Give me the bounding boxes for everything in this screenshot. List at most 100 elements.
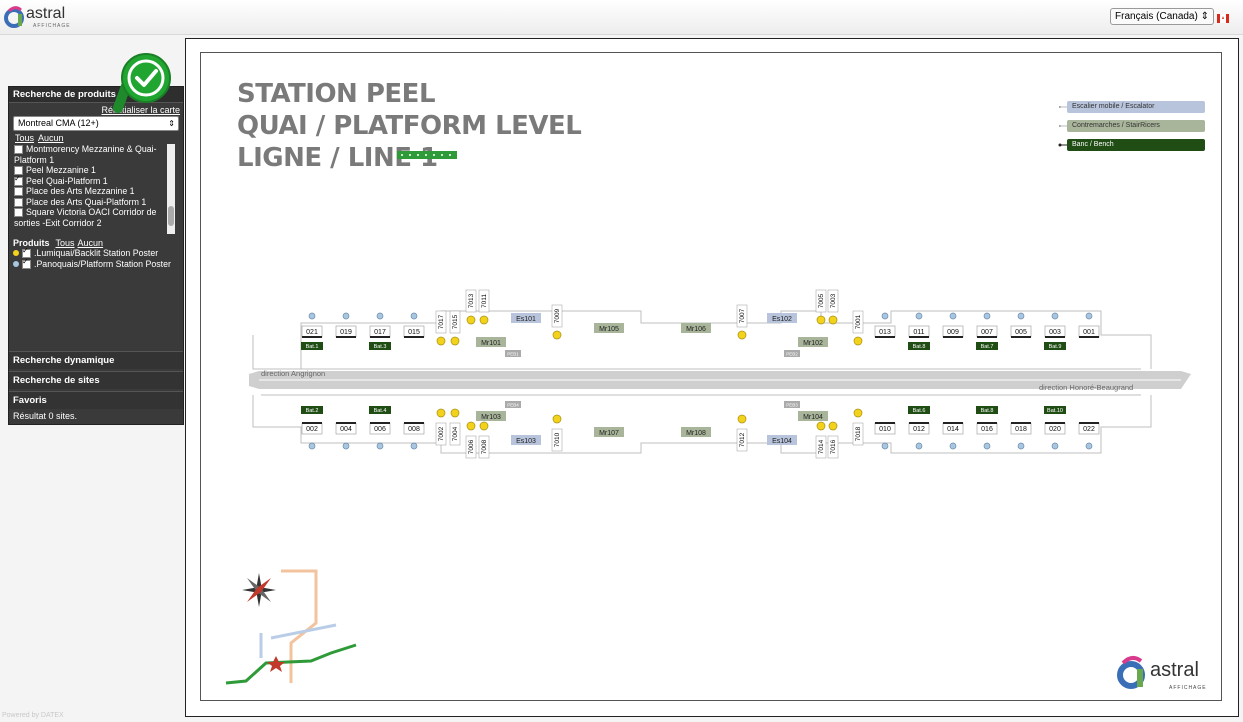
sign-box[interactable] <box>681 427 711 437</box>
bench-label[interactable]: Bat.8 <box>981 408 994 414</box>
vertical-label[interactable]: 7010 <box>554 432 561 447</box>
sites-list[interactable]: Montmorency Mezzanine & Quai-Platform 1 … <box>9 144 179 234</box>
bench-mark[interactable] <box>301 406 323 414</box>
bench-mark[interactable] <box>301 342 323 350</box>
vertical-box[interactable] <box>465 289 477 313</box>
bench-mark[interactable] <box>1044 406 1066 414</box>
vertical-box[interactable] <box>435 422 447 446</box>
sign-label[interactable]: Mr101 <box>481 340 501 347</box>
panoquai-dot[interactable] <box>881 442 889 450</box>
sign-box[interactable] <box>476 411 506 421</box>
bench-mark[interactable] <box>369 342 391 350</box>
lumiquai-dot[interactable] <box>828 421 838 431</box>
panoquai-dot[interactable] <box>410 312 418 320</box>
panel-label[interactable]: 002 <box>306 426 318 433</box>
sign-box[interactable] <box>798 337 828 347</box>
panel-label[interactable]: 020 <box>1049 426 1061 433</box>
scrollbar[interactable] <box>167 144 175 234</box>
bench-mark[interactable] <box>1044 342 1066 350</box>
panoquai-dot[interactable] <box>915 442 923 450</box>
vertical-box[interactable] <box>449 310 461 334</box>
site-item[interactable]: Peel Mezzanine 1 <box>9 165 179 176</box>
panel-label[interactable]: 007 <box>981 329 993 336</box>
sign-label[interactable]: Mr105 <box>599 326 619 333</box>
panoquai-dot[interactable] <box>1017 442 1025 450</box>
panoquai-dot[interactable] <box>342 442 350 450</box>
checkbox[interactable] <box>14 208 23 218</box>
panel-label[interactable]: 001 <box>1083 329 1095 336</box>
site-item[interactable]: Peel Quai-Platform 1 <box>9 174 179 187</box>
map-viewer[interactable]: STATION PEEL QUAI / PLATFORM LEVEL LIGNE… <box>185 38 1239 717</box>
bench-label[interactable]: Bat.2 <box>306 408 319 414</box>
bench-mark[interactable] <box>908 342 930 350</box>
lumiquai-dot[interactable] <box>816 421 826 431</box>
lumiquai-dot[interactable] <box>828 315 838 325</box>
peb-box[interactable] <box>784 350 800 357</box>
panel-label[interactable]: 009 <box>947 329 959 336</box>
vertical-label[interactable]: 7013 <box>468 293 475 308</box>
site-item[interactable]: Montmorency Mezzanine & Quai-Platform 1 <box>14 144 157 165</box>
lumiquai-dot[interactable] <box>552 414 562 424</box>
panel-label[interactable]: 004 <box>340 426 352 433</box>
panel-label[interactable]: 017 <box>374 329 386 336</box>
panel-label[interactable]: 013 <box>879 329 891 336</box>
bench-label[interactable]: Bat.4 <box>374 408 387 414</box>
lumiquai-dot[interactable] <box>816 315 826 325</box>
panel-label[interactable]: 018 <box>1015 426 1027 433</box>
vertical-box[interactable] <box>815 289 827 313</box>
lumiquai-dot[interactable] <box>479 315 489 325</box>
panoquai-dot[interactable] <box>308 442 316 450</box>
sign-box[interactable] <box>767 435 797 445</box>
peb-label[interactable]: PEB1 <box>507 352 519 357</box>
panel-label[interactable]: 021 <box>306 329 318 336</box>
panoquai-dot[interactable] <box>376 442 384 450</box>
bench-label[interactable]: Bat.7 <box>981 344 994 350</box>
bench-mark[interactable] <box>976 342 998 350</box>
lumiquai-dot[interactable] <box>737 330 747 340</box>
panel-label[interactable]: 019 <box>340 329 352 336</box>
vertical-label[interactable]: 7001 <box>855 314 862 329</box>
vertical-label[interactable]: 7006 <box>468 439 475 454</box>
vertical-box[interactable] <box>852 310 864 334</box>
station-plan[interactable]: STATION PEEL QUAI / PLATFORM LEVEL LIGNE… <box>200 52 1222 701</box>
vertical-label[interactable]: 7015 <box>452 314 459 329</box>
bench-label[interactable]: Bat.3 <box>374 344 387 350</box>
favorites-header[interactable]: Favoris <box>9 391 183 409</box>
scrollbar-thumb[interactable] <box>168 206 174 226</box>
sign-box[interactable] <box>767 313 797 323</box>
vertical-box[interactable] <box>815 435 827 459</box>
peb-label[interactable]: PEB4 <box>507 403 519 408</box>
bench-label[interactable]: Bat.6 <box>913 408 926 414</box>
sign-box[interactable] <box>511 435 541 445</box>
sign-box[interactable] <box>594 323 624 333</box>
peb-label[interactable]: PEB3 <box>786 403 798 408</box>
checkbox[interactable] <box>14 187 23 197</box>
panel-label[interactable]: 005 <box>1015 329 1027 336</box>
panel-label[interactable]: 010 <box>879 426 891 433</box>
astral-logo[interactable] <box>3 3 25 34</box>
panoquai-dot[interactable] <box>1085 312 1093 320</box>
vertical-label[interactable]: 7009 <box>554 308 561 323</box>
peb-box[interactable] <box>784 401 800 408</box>
sign-label[interactable]: Mr102 <box>803 340 823 347</box>
select-none-products[interactable]: Aucun <box>77 238 104 248</box>
panel-label[interactable]: 003 <box>1049 329 1061 336</box>
canada-flag-icon[interactable] <box>1217 10 1229 23</box>
lumiquai-dot[interactable] <box>466 421 476 431</box>
reset-map-link[interactable]: Réinitialiser la carte <box>101 105 180 115</box>
panel-label[interactable]: 014 <box>947 426 959 433</box>
panoquai-dot[interactable] <box>308 312 316 320</box>
site-item[interactable]: Place des Arts Mezzanine 1 <box>9 186 179 197</box>
language-select[interactable]: Français (Canada) ⇕ <box>1110 8 1214 25</box>
vertical-box[interactable] <box>827 289 839 313</box>
select-all-products[interactable]: Tous <box>55 238 75 248</box>
lumiquai-dot[interactable] <box>853 336 863 346</box>
sign-box[interactable] <box>798 411 828 421</box>
sign-box[interactable] <box>511 313 541 323</box>
panoquai-dot[interactable] <box>342 312 350 320</box>
peb-label[interactable]: PEB2 <box>786 352 798 357</box>
site-search-header[interactable]: Recherche de sites <box>9 371 183 389</box>
panoquai-dot[interactable] <box>881 312 889 320</box>
bench-label[interactable]: Bat.9 <box>1049 344 1062 350</box>
panoquai-dot[interactable] <box>376 312 384 320</box>
